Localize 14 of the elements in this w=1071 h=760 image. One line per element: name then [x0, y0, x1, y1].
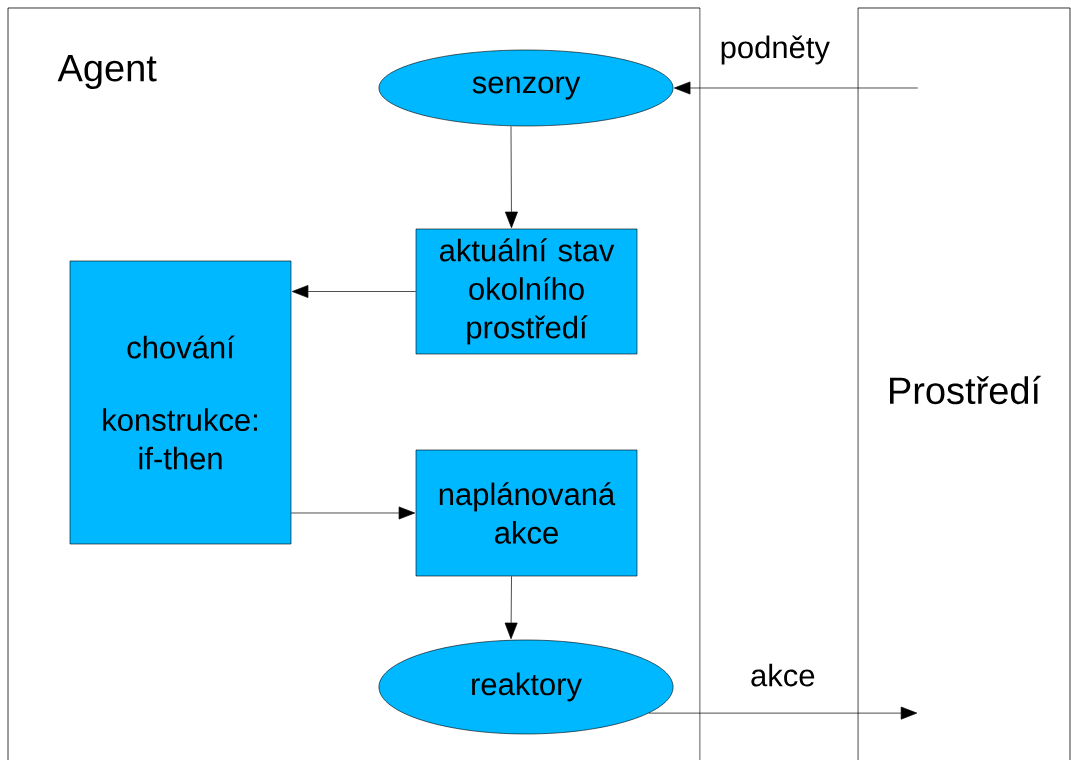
edge-label: podněty — [718, 34, 831, 66]
process-box: naplánovaná akce — [415, 449, 638, 577]
ellipse-node: senzory — [378, 49, 674, 127]
arrow — [648, 706, 918, 720]
arrow — [505, 125, 518, 229]
arrow — [290, 506, 416, 520]
process-box: chování konstrukce: if-then — [69, 260, 292, 545]
arrow — [674, 81, 919, 95]
process-box: aktuální stav okolního prostředí — [415, 228, 638, 355]
ellipse-node: reaktory — [378, 639, 674, 735]
edge-label: akce — [749, 662, 817, 688]
arrow — [291, 285, 417, 298]
region-frame: Prostředí — [857, 7, 1071, 760]
arrow — [504, 575, 518, 640]
